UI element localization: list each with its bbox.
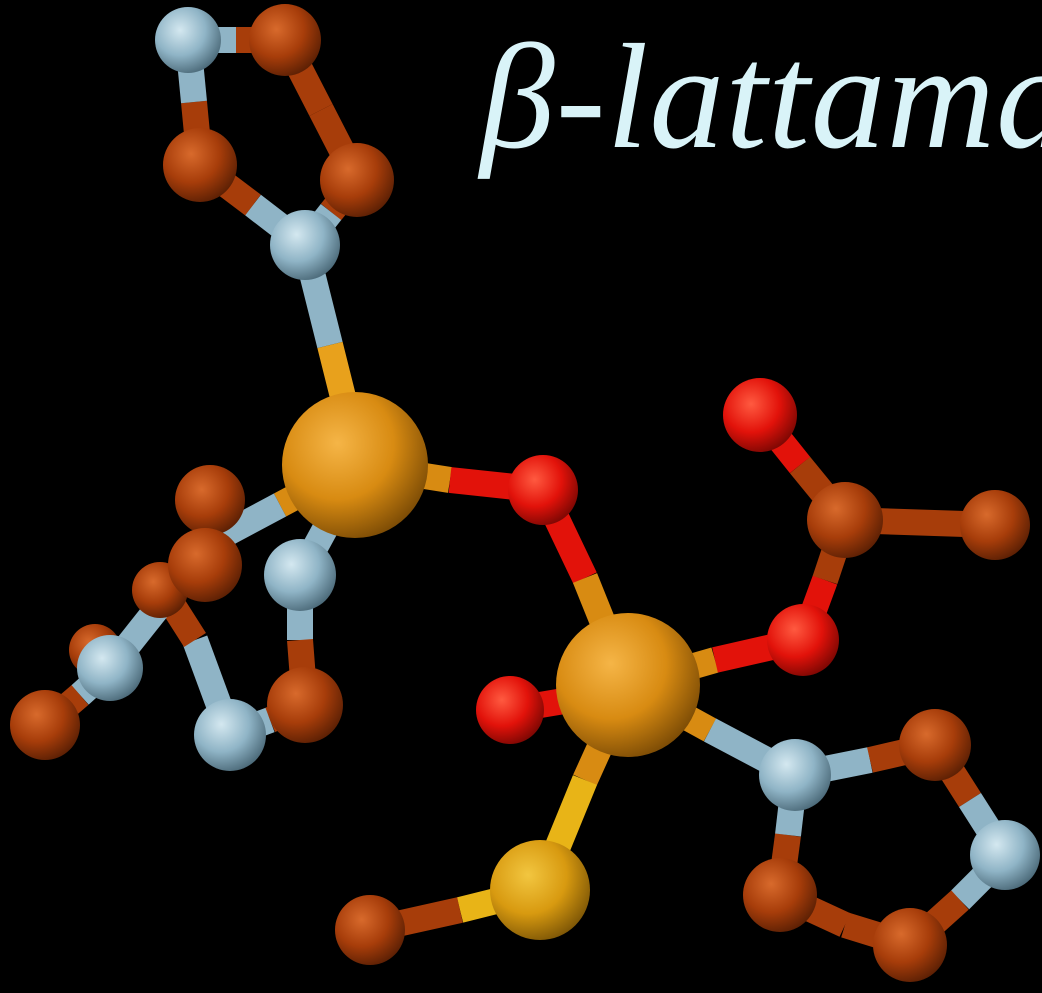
- atom-carbon: [175, 465, 245, 535]
- atom-carbon: [743, 858, 817, 932]
- atom-carbon: [873, 908, 947, 982]
- atom-metal: [282, 392, 428, 538]
- atom-oxygen: [723, 378, 797, 452]
- atom-nitrogen: [194, 699, 266, 771]
- atom-carbon: [335, 895, 405, 965]
- atom-nitrogen: [77, 635, 143, 701]
- atom-carbon: [249, 4, 321, 76]
- atom-nitrogen: [264, 539, 336, 611]
- atom-carbon: [168, 528, 242, 602]
- atom-nitrogen: [970, 820, 1040, 890]
- atom-carbon: [807, 482, 883, 558]
- atom-sulfur: [490, 840, 590, 940]
- atom-carbon: [163, 128, 237, 202]
- atom-metal: [556, 613, 700, 757]
- atom-nitrogen: [155, 7, 221, 73]
- atom-oxygen: [476, 676, 544, 744]
- atom-oxygen-bridge: [508, 455, 578, 525]
- atom-carbon: [320, 143, 394, 217]
- atom-nitrogen: [270, 210, 340, 280]
- atom-oxygen: [767, 604, 839, 676]
- slide-title: β-lattama: [480, 14, 1042, 180]
- atom-carbon: [267, 667, 343, 743]
- atom-carbon: [899, 709, 971, 781]
- atom-layer: [10, 4, 1040, 982]
- atom-carbon: [960, 490, 1030, 560]
- atom-carbon: [10, 690, 80, 760]
- atom-nitrogen: [759, 739, 831, 811]
